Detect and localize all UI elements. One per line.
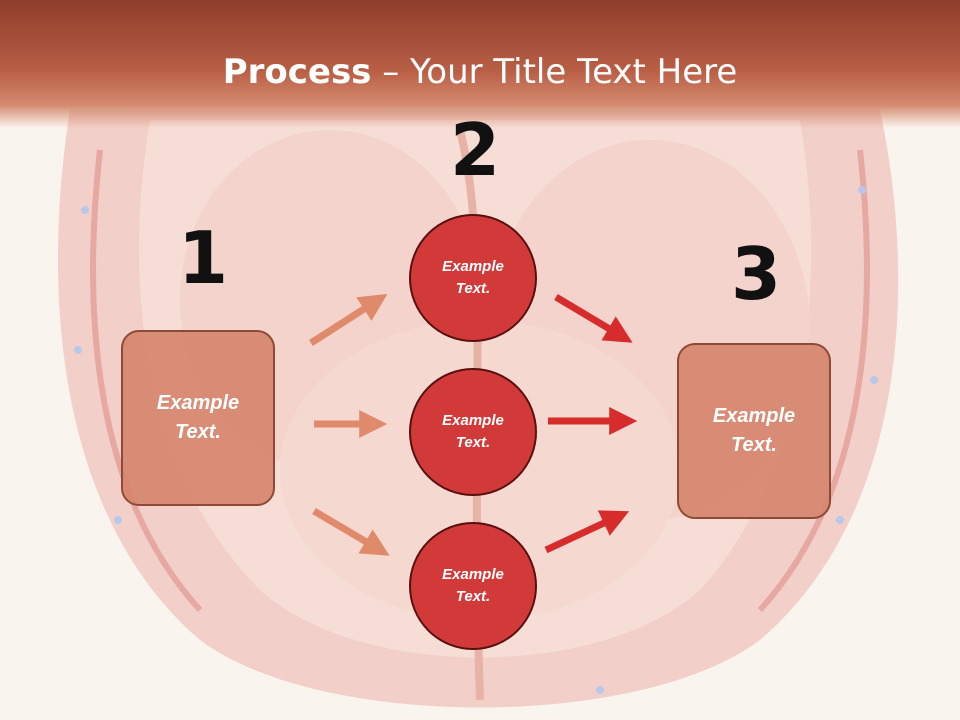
step-number-3: 3 [731,232,782,316]
circle-top-label: Example Text. [442,257,504,298]
step-number-2: 2 [450,108,501,192]
step-2-circle-bottom[interactable]: Example Text. [409,522,537,650]
step-1-label: Example Text. [156,392,240,443]
step-2-circle-middle[interactable]: Example Text. [409,368,537,496]
circle-middle-label: Example Text. [442,411,504,452]
step-3-box[interactable]: Example Text. [677,343,831,519]
step-3-label: Example Text. [712,405,796,456]
slide-title: Process – Your Title Text Here [0,52,960,92]
title-rest: – Your Title Text Here [371,52,738,92]
arrow-1-to-bottom [312,507,390,556]
arrow-top-to-3 [554,293,633,343]
arrow-1-to-top [309,293,388,346]
title-banner [0,0,960,128]
step-1-box[interactable]: Example Text. [121,330,275,506]
arrow-bottom-to-3 [544,510,630,554]
title-bold: Process [222,52,372,92]
step-number-1: 1 [178,216,229,300]
step-2-circle-top[interactable]: Example Text. [409,214,537,342]
circle-bottom-label: Example Text. [442,565,504,606]
